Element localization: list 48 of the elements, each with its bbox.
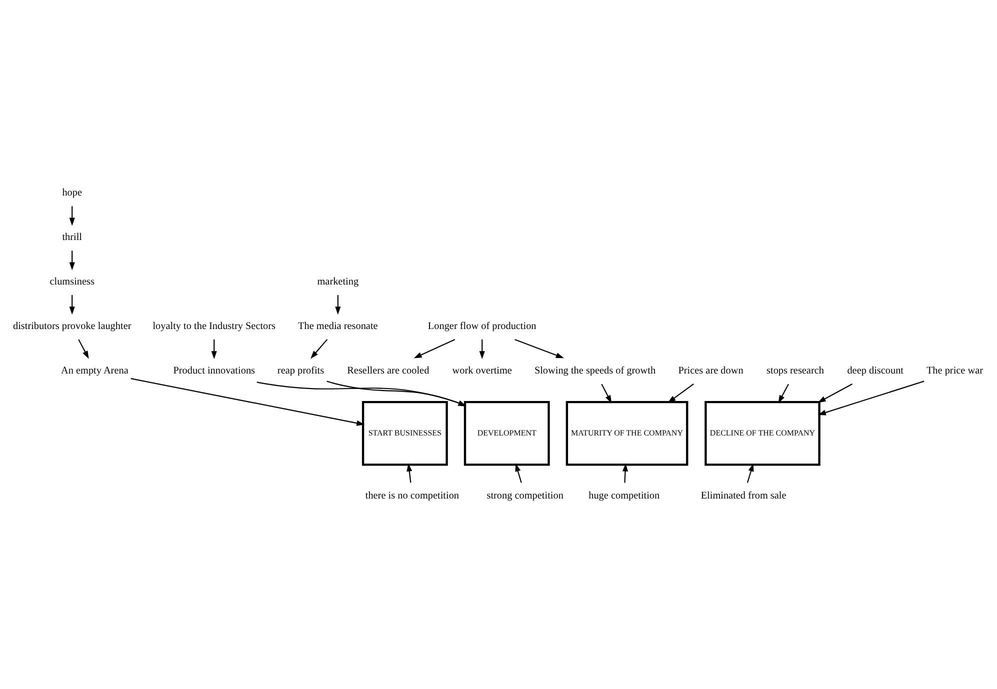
arrow <box>601 384 612 404</box>
node-text: Eliminated from sale <box>700 490 786 502</box>
arrow <box>69 295 75 315</box>
node-text: distributors provoke laughter <box>12 320 132 332</box>
node-text: clumsiness <box>50 276 94 288</box>
node-text: reap profits <box>277 365 324 376</box>
arrow <box>746 463 754 483</box>
arrow <box>69 250 75 270</box>
arrow <box>256 382 466 406</box>
arrow <box>406 463 412 483</box>
node-text: there is no competition <box>365 490 460 502</box>
node-box: START BUSINESSES <box>362 400 448 466</box>
arrow <box>515 463 522 483</box>
node-text: loyalty to the Industry Sectors <box>152 320 276 332</box>
node-text: Resellers are cooled <box>347 365 430 376</box>
arrow <box>818 380 924 416</box>
arrow <box>479 339 485 360</box>
node-text: An empty Arena <box>61 365 128 376</box>
node-text: stops research <box>766 365 824 376</box>
arrow <box>78 339 89 359</box>
arrow <box>668 384 694 403</box>
node-text: The price war <box>926 365 984 376</box>
node-text: Prices are down <box>678 365 744 376</box>
arrow <box>211 339 217 360</box>
node-text: work overtime <box>452 365 512 376</box>
node-text: strong competition <box>486 490 564 502</box>
node-text: Product innovations <box>173 365 256 376</box>
node-text: The media resonate <box>298 320 378 332</box>
arrow <box>335 295 341 315</box>
arrow <box>326 380 466 406</box>
arrow <box>414 338 456 358</box>
node-text: Longer flow of production <box>428 320 536 332</box>
node-box: MATURITY OF THE COMPANY <box>566 400 688 466</box>
arrow <box>130 378 365 426</box>
node-text: Slowing the speeds of growth <box>534 365 656 376</box>
node-text: huge competition <box>588 490 660 502</box>
arrow <box>310 339 328 359</box>
node-text: deep discount <box>847 365 904 376</box>
arrow <box>818 384 853 403</box>
node-text: hope <box>62 188 82 199</box>
node-text: thrill <box>62 232 82 244</box>
node-box: DEVELOPMENT <box>464 400 550 466</box>
arrow <box>778 384 789 404</box>
node-box: DECLINE OF THE COMPANY <box>704 400 820 466</box>
arrow <box>622 463 628 483</box>
arrow <box>514 338 564 358</box>
arrow <box>69 206 75 226</box>
node-text: marketing <box>317 276 359 288</box>
